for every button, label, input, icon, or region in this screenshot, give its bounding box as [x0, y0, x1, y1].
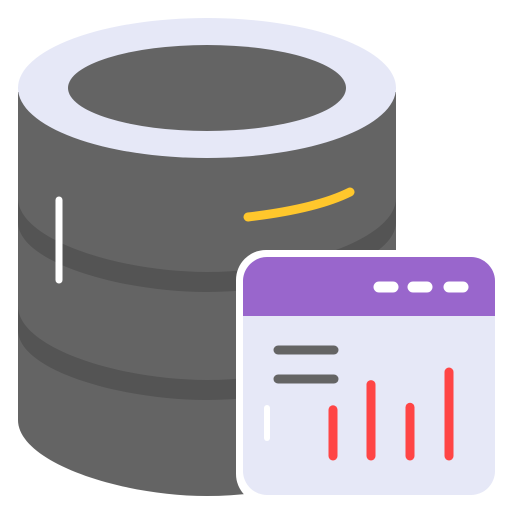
database-top-inner [68, 45, 346, 131]
analytics-window [236, 250, 502, 504]
window-header [243, 257, 495, 316]
window-body [243, 257, 495, 495]
database-accent-stroke [243, 187, 355, 222]
bar-chart-icon [328, 367, 454, 461]
